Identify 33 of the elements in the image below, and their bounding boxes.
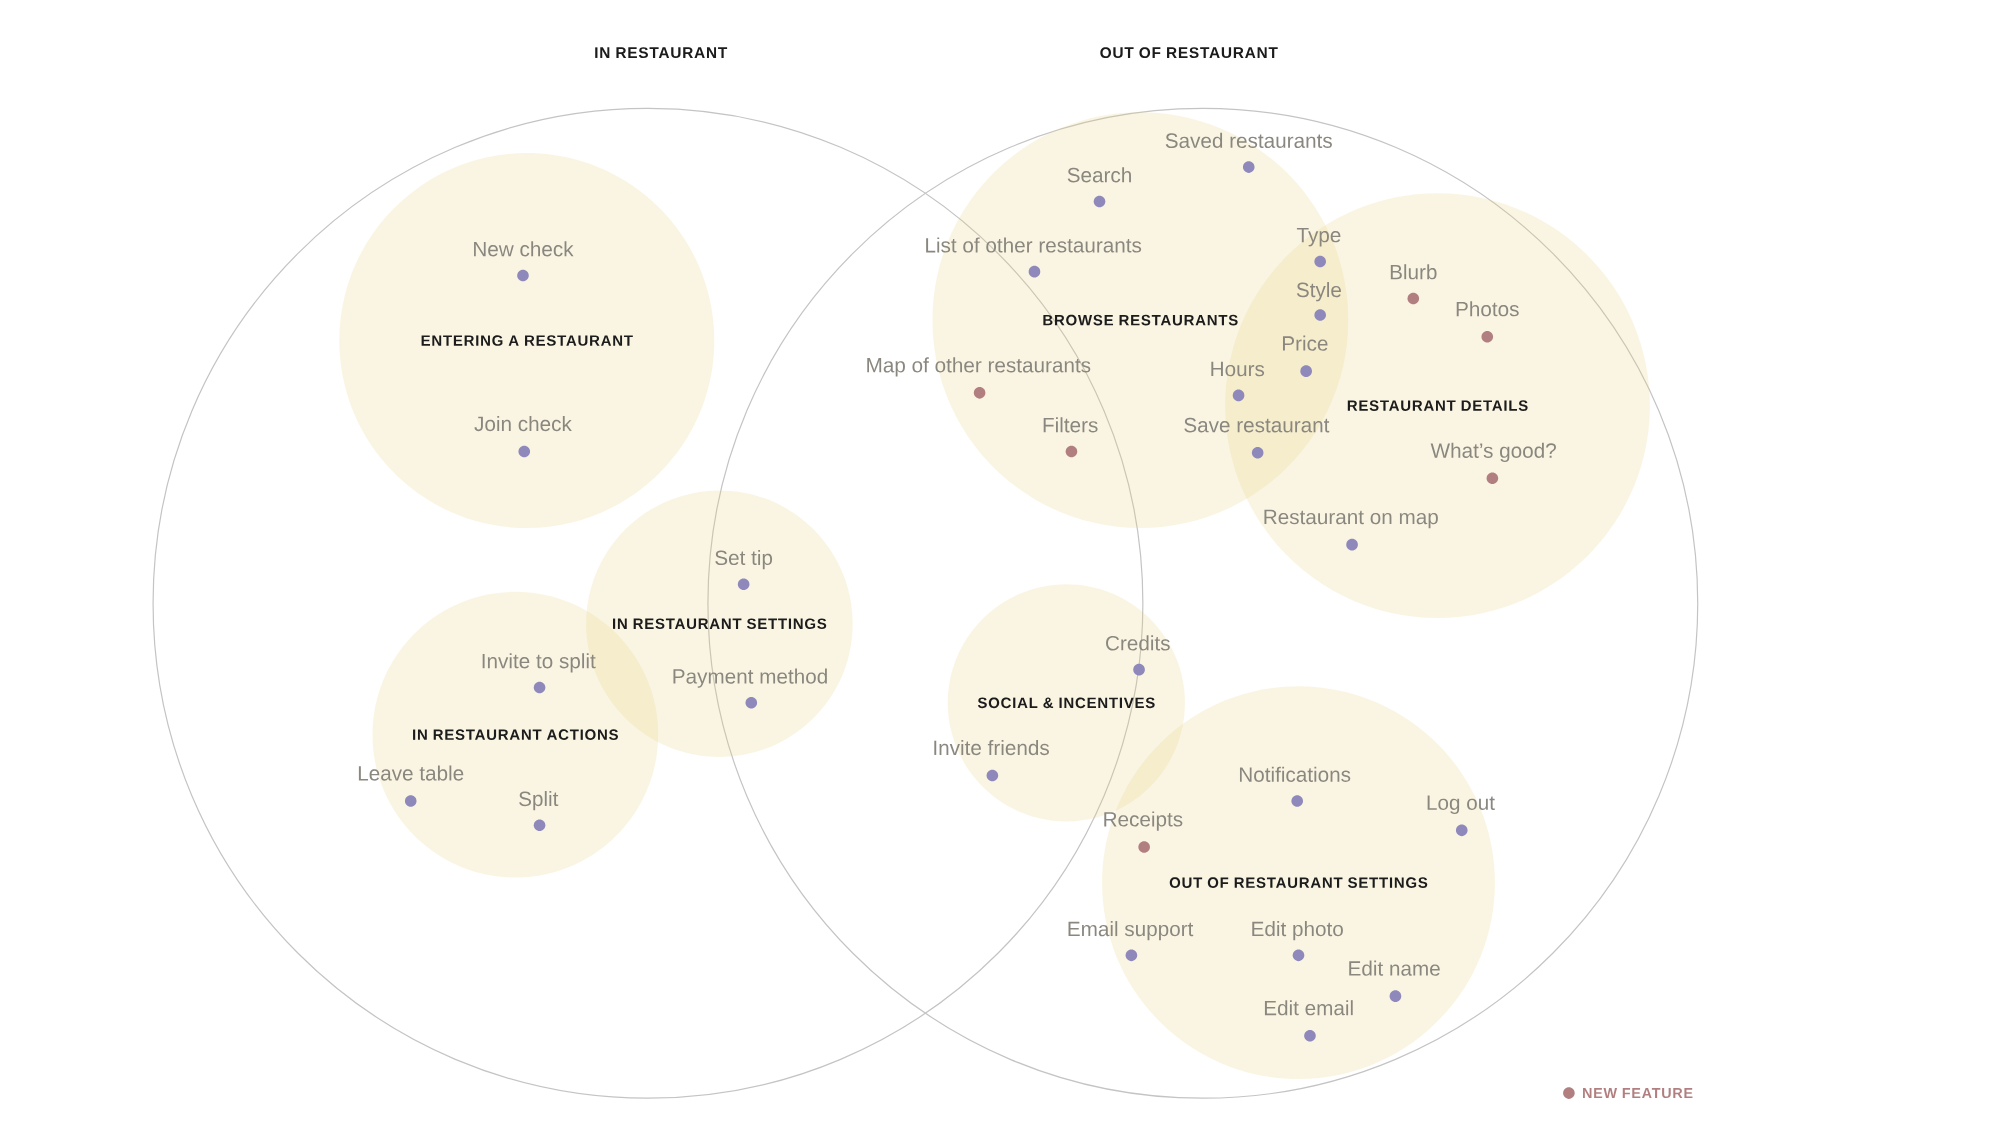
feature-label: Log out (1427, 795, 1495, 815)
feature-label: Style (1296, 282, 1341, 302)
feature-label: New check (474, 241, 574, 257)
feature-label: Price (1283, 335, 1328, 351)
node-label: OUT OF RESTAURANT (1100, 47, 1278, 59)
feature-label: Payment method (673, 668, 827, 688)
feature-label: Save restaurant (1184, 417, 1330, 433)
feature-label: Type (1296, 227, 1341, 247)
feature-label: Search (1067, 167, 1131, 183)
feature-label: Split (519, 790, 559, 811)
legend-label: NEW FEATURE (1583, 1088, 1693, 1099)
feature-label: Receipts (1104, 811, 1183, 831)
feature-label: Invite friends (934, 739, 1049, 756)
feature-label: Invite to split (482, 653, 596, 673)
feature-label: Email support (1068, 921, 1194, 941)
feature-label: Photos (1456, 301, 1519, 317)
feature-label: Edit email (1264, 1000, 1353, 1016)
feature-label: Set tip (715, 549, 773, 570)
feature-label: What’s good? (1430, 442, 1556, 463)
feature-label: Edit name (1349, 960, 1440, 976)
feature-label: Map of other restaurants (867, 357, 1091, 377)
feature-label: Edit photo (1252, 921, 1343, 941)
feature-label: Notifications (1240, 766, 1351, 782)
feature-label: Leave table (358, 765, 464, 781)
feature-label: Filters (1043, 417, 1098, 433)
feature-label: Restaurant on map (1264, 509, 1438, 529)
feature-label: Saved restaurants (1165, 132, 1332, 148)
feature-label: Credits (1106, 635, 1170, 651)
feature-label: Join check (474, 415, 572, 432)
feature-label: List of other restaurants (926, 237, 1142, 253)
node-label: IN RESTAURANT (595, 47, 728, 59)
feature-label: Blurb (1390, 264, 1437, 280)
feature-label: Hours (1211, 361, 1265, 377)
